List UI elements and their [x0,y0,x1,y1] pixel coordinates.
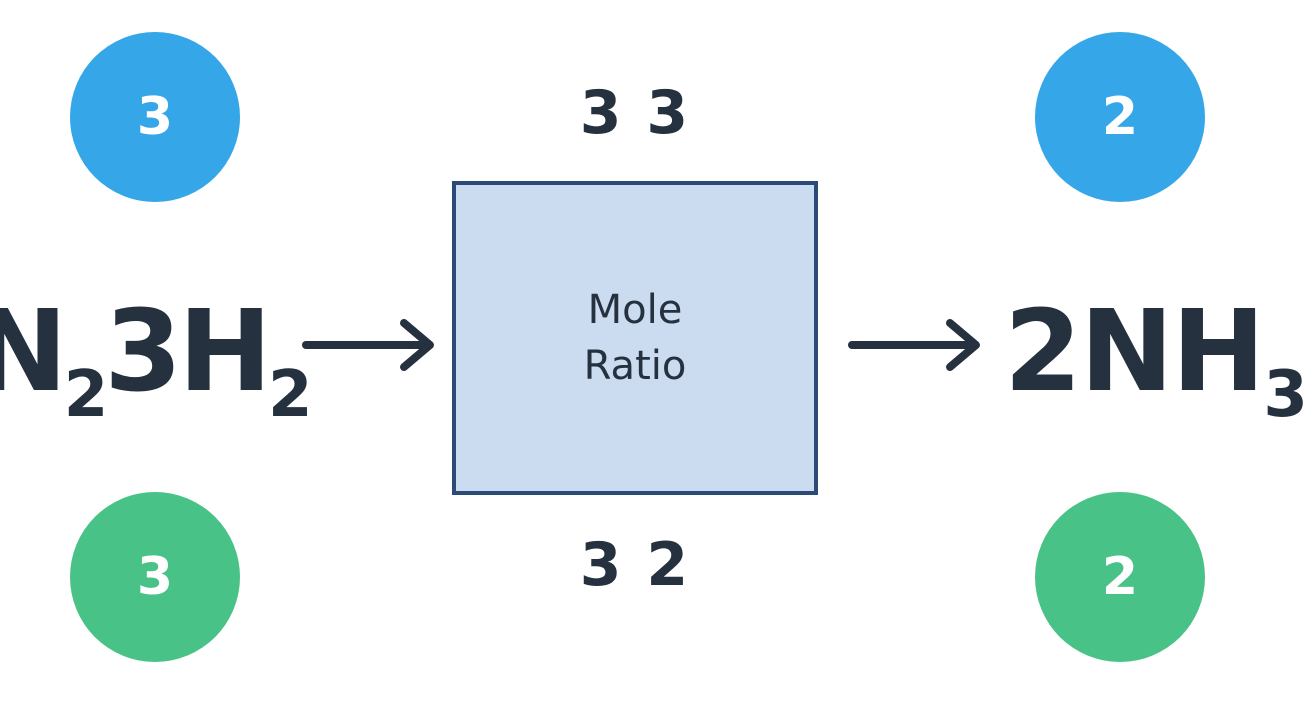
formula-subscript: 2 [267,358,312,432]
formula-text: 3H [104,287,272,417]
formula-subscript: 3 [1263,358,1306,432]
formula-text: 2NH [1004,287,1265,417]
ratio-bottom-label: 3 2 [579,530,691,600]
formula-subscript: 2 [63,358,108,432]
product-formula: 2NH3 [1004,292,1306,455]
coefficient-value: 2 [1101,87,1139,147]
coefficient-circle-top-left: 3 [70,32,240,202]
coefficient-circle-bottom-left: 3 [70,492,240,662]
coefficient-value: 3 [136,547,174,607]
mole-ratio-box-label: Mole Ratio [583,287,687,389]
coefficient-value: 2 [1101,547,1139,607]
coefficient-value: 3 [136,87,174,147]
reactant-formula: N23H2 [0,292,312,455]
right-arrow-icon [848,319,980,371]
formula-text: N [0,287,68,417]
right-arrow-icon [302,319,434,371]
mole-ratio-box: Mole Ratio [452,181,818,495]
coefficient-circle-bottom-right: 2 [1035,492,1205,662]
coefficient-circle-top-right: 2 [1035,32,1205,202]
ratio-top-label: 3 3 [579,78,691,148]
